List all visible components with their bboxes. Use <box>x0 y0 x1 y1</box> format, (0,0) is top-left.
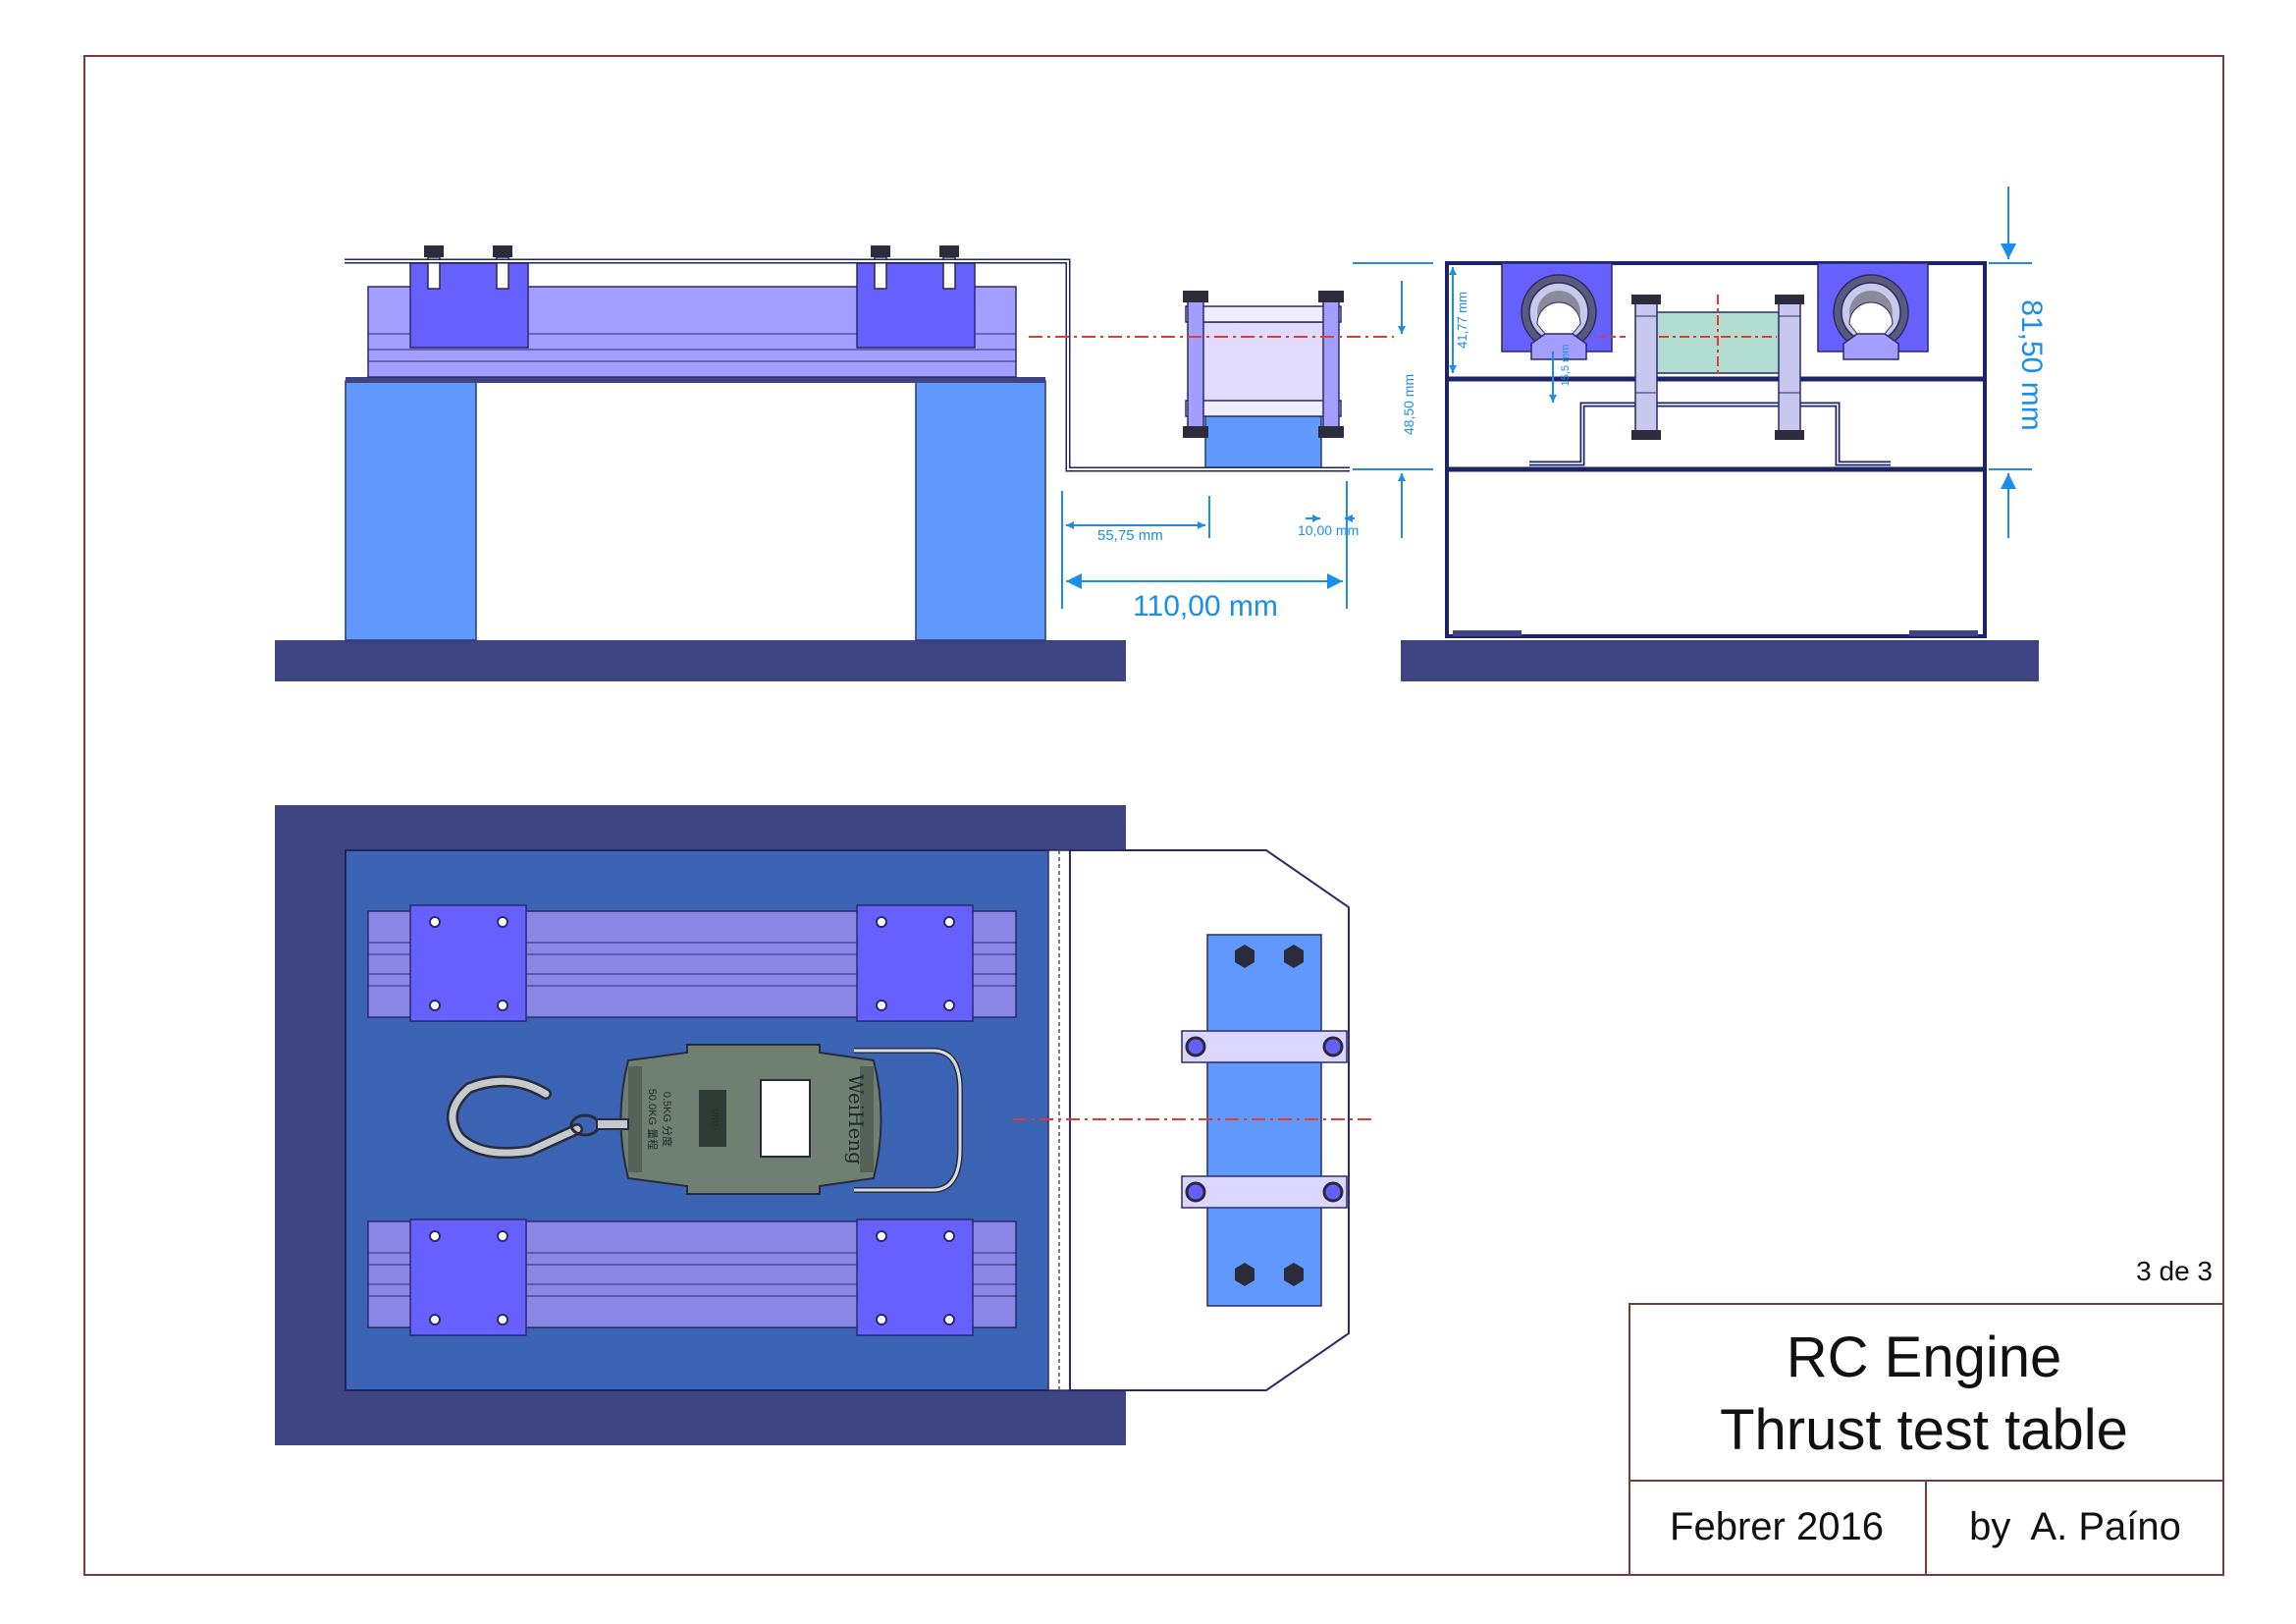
digital-scale: UNIT WeiHeng 0.5KG 分度 50.0KG 量程 <box>446 1044 963 1195</box>
title-line-2: Thrust test table <box>1720 1398 2128 1462</box>
engine-mount-top-strap <box>1185 305 1342 323</box>
dim-height-small: 48,50 mm <box>1401 374 1416 435</box>
scale-brand: WeiHeng <box>844 1074 868 1164</box>
scale-button-label: UNIT <box>711 1110 720 1128</box>
bolt-heads <box>424 245 959 257</box>
front-view-hat-channel <box>1529 402 1891 466</box>
dim-offset-length: 55,75 mm <box>1097 527 1163 544</box>
side-view-right-column <box>915 380 1046 641</box>
engine-mount-bottom-strap <box>1185 400 1342 417</box>
top-view: UNIT WeiHeng 0.5KG 分度 50.0KG 量程 <box>275 805 1376 1445</box>
scale-unit-button <box>699 1090 726 1147</box>
engine-mount-bolts <box>1187 298 1340 437</box>
top-view-rail-lower <box>367 1218 1017 1336</box>
front-view-bearing-left <box>1501 262 1613 360</box>
dim-main-length: 110,00 mm <box>1133 590 1278 623</box>
dim-total-height: 81,50 mm <box>2015 299 2048 430</box>
dim-bearing-height: 41,77 mm <box>1455 292 1469 349</box>
scale-display <box>760 1079 811 1158</box>
bolt-shanks <box>427 256 956 290</box>
dimension-lines <box>1061 262 1433 609</box>
drawing-author: by A. Paíno <box>1969 1505 2181 1548</box>
sheet-number: 3 de 3 <box>2136 1256 2213 1286</box>
drawing-date: Febrer 2016 <box>1670 1505 1884 1548</box>
dim-small-vertical: 15,5 mm <box>1560 345 1572 387</box>
scale-body <box>619 1044 882 1195</box>
side-view-left-column <box>345 380 477 641</box>
side-view-crossbar <box>346 377 1045 383</box>
front-view: 81,50 mm 41,77 mm 15,5 mm <box>1401 187 2048 681</box>
scale-spec-2: 50.0KG 量程 <box>646 1089 659 1150</box>
drawing-border <box>83 55 2224 1576</box>
scale-spec-1: 0.5KG 分度 <box>661 1092 674 1147</box>
side-view-base <box>275 640 1126 681</box>
top-view-rail-upper <box>367 904 1017 1022</box>
front-view-bearing-right <box>1817 262 1929 360</box>
engine-mount-clamp <box>1189 321 1338 404</box>
front-view-base <box>1401 640 2039 681</box>
side-view: 55,75 mm 110,00 mm 10,00 mm 48,50 mm <box>275 245 1433 681</box>
top-view-block-screws <box>429 916 955 1326</box>
dim-gap: 10,00 mm <box>1298 522 1359 538</box>
title-block: 3 de 3 RC Engine Thrust test table Febre… <box>1629 1256 2224 1576</box>
title-line-1: RC Engine <box>1787 1326 2061 1389</box>
